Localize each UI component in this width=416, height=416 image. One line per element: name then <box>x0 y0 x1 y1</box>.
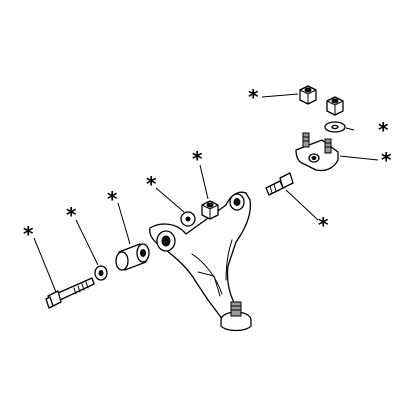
bush-front <box>115 243 150 271</box>
nut-front <box>201 200 219 220</box>
marker-bolt: * <box>23 222 34 246</box>
washer-rear <box>324 121 346 133</box>
nut-rear-2 <box>326 96 344 116</box>
wishbone-arm <box>149 191 252 332</box>
marker-washer-rear: * <box>378 118 389 142</box>
nut-rear-1 <box>299 85 317 105</box>
marker-rear-bracket: * <box>381 148 392 172</box>
washer-mid <box>180 211 196 227</box>
washer-left <box>94 265 108 281</box>
marker-nut-front: * <box>192 147 203 171</box>
marker-washer-left: * <box>66 203 77 227</box>
marker-nut-rear-1: * <box>248 85 259 109</box>
rear-stud <box>265 172 294 196</box>
leader-lines <box>33 93 379 293</box>
part-markers: * * * * * * * * * <box>23 85 392 246</box>
rear-bracket <box>295 132 339 172</box>
marker-washer-mid: * <box>146 172 157 196</box>
marker-rear-stud: * <box>318 213 329 237</box>
bolt <box>45 277 95 309</box>
marker-bush-front: * <box>107 187 118 211</box>
